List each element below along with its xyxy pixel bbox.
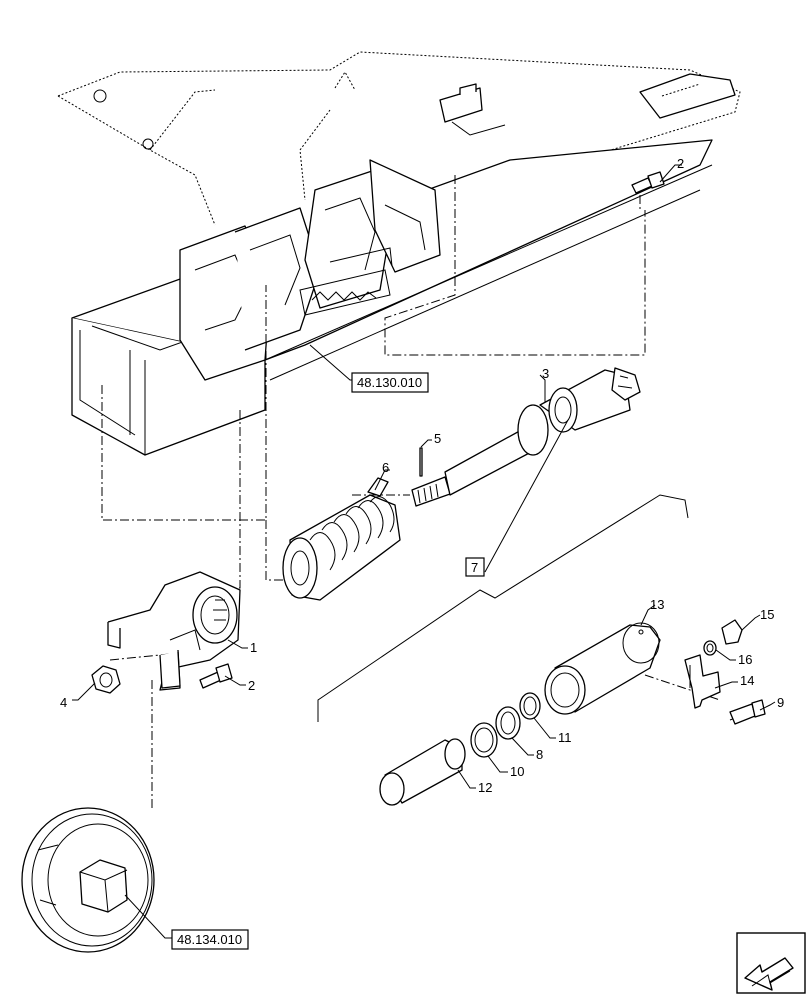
leader-lines bbox=[72, 164, 776, 939]
reference-48-130-010-label: 48.130.010 bbox=[357, 375, 422, 390]
callout-11: 11 bbox=[558, 730, 572, 745]
yoke-bracket bbox=[107, 571, 241, 691]
callout-13: 13 bbox=[650, 597, 664, 612]
callout-2-lower: 2 bbox=[248, 678, 255, 693]
bracket-14 bbox=[684, 654, 721, 709]
washer-16 bbox=[703, 640, 717, 656]
callout-15: 15 bbox=[760, 607, 774, 622]
reference-48-134-010-label: 48.134.010 bbox=[177, 932, 242, 947]
callout-4: 4 bbox=[60, 695, 67, 710]
cylinder-body bbox=[544, 622, 661, 715]
tension-cylinder bbox=[411, 367, 641, 507]
callout-8: 8 bbox=[536, 747, 543, 762]
callout-9: 9 bbox=[777, 695, 784, 710]
bolt-lower bbox=[199, 663, 233, 689]
callouts: 2 3 5 6 1 2 4 13 15 16 14 9 11 8 10 12 bbox=[60, 156, 784, 795]
callout-16: 16 bbox=[738, 652, 752, 667]
seal-ring-11 bbox=[519, 692, 541, 720]
seal-ring-10 bbox=[470, 722, 498, 758]
callout-14: 14 bbox=[740, 673, 754, 688]
callout-10: 10 bbox=[510, 764, 524, 779]
reference-48-130-010[interactable]: 48.130.010 bbox=[351, 372, 429, 393]
callout-3: 3 bbox=[542, 366, 549, 381]
track-frame bbox=[57, 51, 741, 456]
bolt-upper bbox=[631, 171, 665, 194]
reference-7[interactable]: 7 bbox=[465, 557, 485, 577]
seal-ring-8 bbox=[495, 706, 521, 740]
section-boundary bbox=[317, 494, 689, 722]
reference-7-label: 7 bbox=[471, 560, 478, 575]
piston-12 bbox=[379, 738, 466, 806]
pin-rod bbox=[419, 447, 423, 477]
callout-1: 1 bbox=[250, 640, 257, 655]
reference-48-134-010[interactable]: 48.134.010 bbox=[171, 929, 249, 950]
hex-nut bbox=[91, 665, 121, 694]
cap-15 bbox=[721, 619, 743, 645]
callout-6: 6 bbox=[382, 460, 389, 475]
idler-wheel bbox=[21, 807, 155, 953]
callout-2-upper: 2 bbox=[677, 156, 684, 171]
recoil-spring bbox=[282, 477, 401, 601]
callout-12: 12 bbox=[478, 780, 492, 795]
callout-5: 5 bbox=[434, 431, 441, 446]
arrow-left-icon[interactable] bbox=[736, 932, 806, 994]
fitting-9 bbox=[729, 699, 766, 725]
